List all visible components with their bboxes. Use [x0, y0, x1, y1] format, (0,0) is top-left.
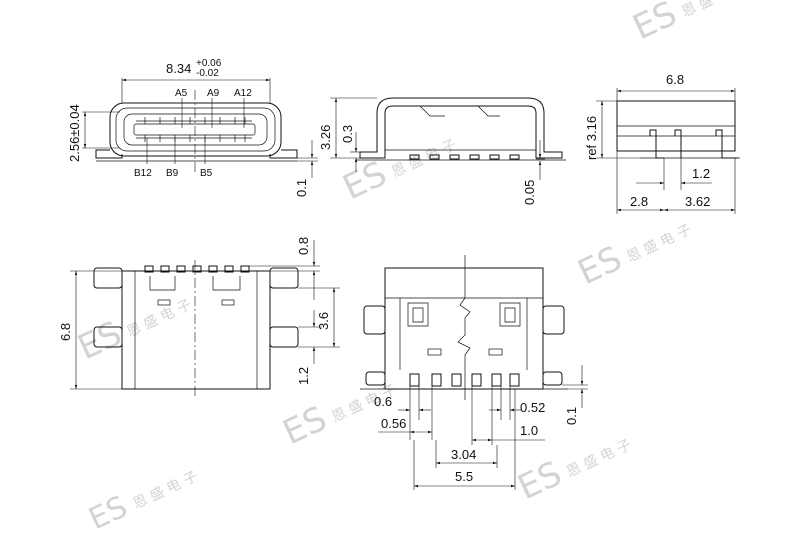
- receptacle-opening: [123, 113, 268, 146]
- pin-label-b5: B5: [200, 168, 213, 179]
- pad-left-top: [93, 267, 123, 289]
- pin-label-b12: B12: [134, 168, 152, 179]
- svg-text:恩 盛 电 子: 恩 盛 电 子: [624, 222, 694, 266]
- side-step-label: 0.3: [340, 125, 355, 143]
- pin-label-a9: A9: [207, 88, 220, 99]
- front-base-label: 0.1: [294, 179, 309, 197]
- top-length-label: 6.8: [58, 323, 73, 341]
- fp-052-label: 0.52: [520, 400, 545, 415]
- watermarks: ES恩 盛 电 子 ES恩 盛 电 子 ES恩 盛 电 子 ES恩 盛 电 子 …: [72, 0, 749, 537]
- svg-text:恩 盛 电 子: 恩 盛 电 子: [679, 0, 749, 21]
- footprint-body: [384, 267, 544, 390]
- right-view: 6.8 ref 3.16 1.2 2.8 3.62: [584, 72, 740, 214]
- right-pin-label: 1.2: [692, 166, 710, 181]
- fp-55-label: 5.5: [455, 469, 473, 484]
- fp-056-label: 0.56: [381, 416, 406, 431]
- right-left-label: 2.8: [630, 194, 648, 209]
- pad-left-bottom: [93, 326, 123, 348]
- pad-right-top: [269, 267, 299, 289]
- svg-text:ES: ES: [512, 454, 568, 508]
- side-height-label: 3.26: [318, 125, 333, 150]
- top-pad-gap-label: 1.2: [296, 367, 311, 385]
- fp-pad-left: [363, 305, 386, 335]
- svg-text:恩 盛 电 子: 恩 盛 电 子: [389, 137, 459, 181]
- shell-outline: [109, 102, 282, 157]
- fp-pad-right: [542, 305, 565, 335]
- right-right-label: 3.62: [685, 194, 710, 209]
- fp-01-label: 0.1: [564, 407, 579, 425]
- pin-label-a5: A5: [175, 88, 188, 99]
- svg-text:ES: ES: [84, 489, 133, 537]
- svg-text:ES: ES: [337, 154, 393, 208]
- svg-text:ES: ES: [72, 314, 128, 368]
- svg-text:ES: ES: [277, 399, 333, 453]
- front-width-tol-upper: +0.06: [196, 58, 222, 69]
- footprint-view: 0.6 0.56 0.52 1.0 3.04 5.5 0.1: [360, 255, 588, 490]
- front-width-label: 8.34: [166, 61, 191, 76]
- front-height-label: 2.56±0.04: [67, 104, 82, 162]
- front-width-tol-lower: -0.02: [196, 68, 219, 79]
- pad-right-bottom: [269, 326, 299, 348]
- left-foot: [95, 149, 123, 159]
- top-tabs: [144, 265, 250, 273]
- right-height-label: ref 3.16: [584, 116, 599, 160]
- fp-10-label: 1.0: [520, 423, 538, 438]
- contact-fingers: [136, 117, 252, 142]
- svg-text:恩 盛 电 子: 恩 盛 电 子: [564, 437, 634, 481]
- svg-text:ES: ES: [572, 239, 628, 293]
- side-leads: [409, 154, 520, 160]
- side-shell: [359, 97, 563, 159]
- top-pad-label: 3.6: [316, 312, 331, 330]
- shell-inner: [115, 107, 276, 152]
- top-view: 6.8 0.8 3.6 1.2: [58, 237, 340, 398]
- svg-text:恩 盛 电 子: 恩 盛 电 子: [131, 469, 201, 513]
- front-view: 8.34 +0.06 -0.02 2.56±0.04 A5 A9 A12 B12…: [67, 58, 318, 197]
- tongue: [133, 123, 256, 136]
- side-lead-label: 0.05: [522, 180, 537, 205]
- fp-06-label: 0.6: [374, 394, 392, 409]
- fp-304-label: 3.04: [451, 447, 476, 462]
- side-view: 3.26 0.3 0.05: [318, 97, 566, 205]
- top-tab-label: 0.8: [296, 237, 311, 255]
- pin-label-b9: B9: [166, 168, 179, 179]
- pin-label-a12: A12: [234, 88, 252, 99]
- svg-text:ES: ES: [627, 0, 683, 48]
- fp-leads: [409, 373, 520, 387]
- right-width-label: 6.8: [666, 72, 684, 87]
